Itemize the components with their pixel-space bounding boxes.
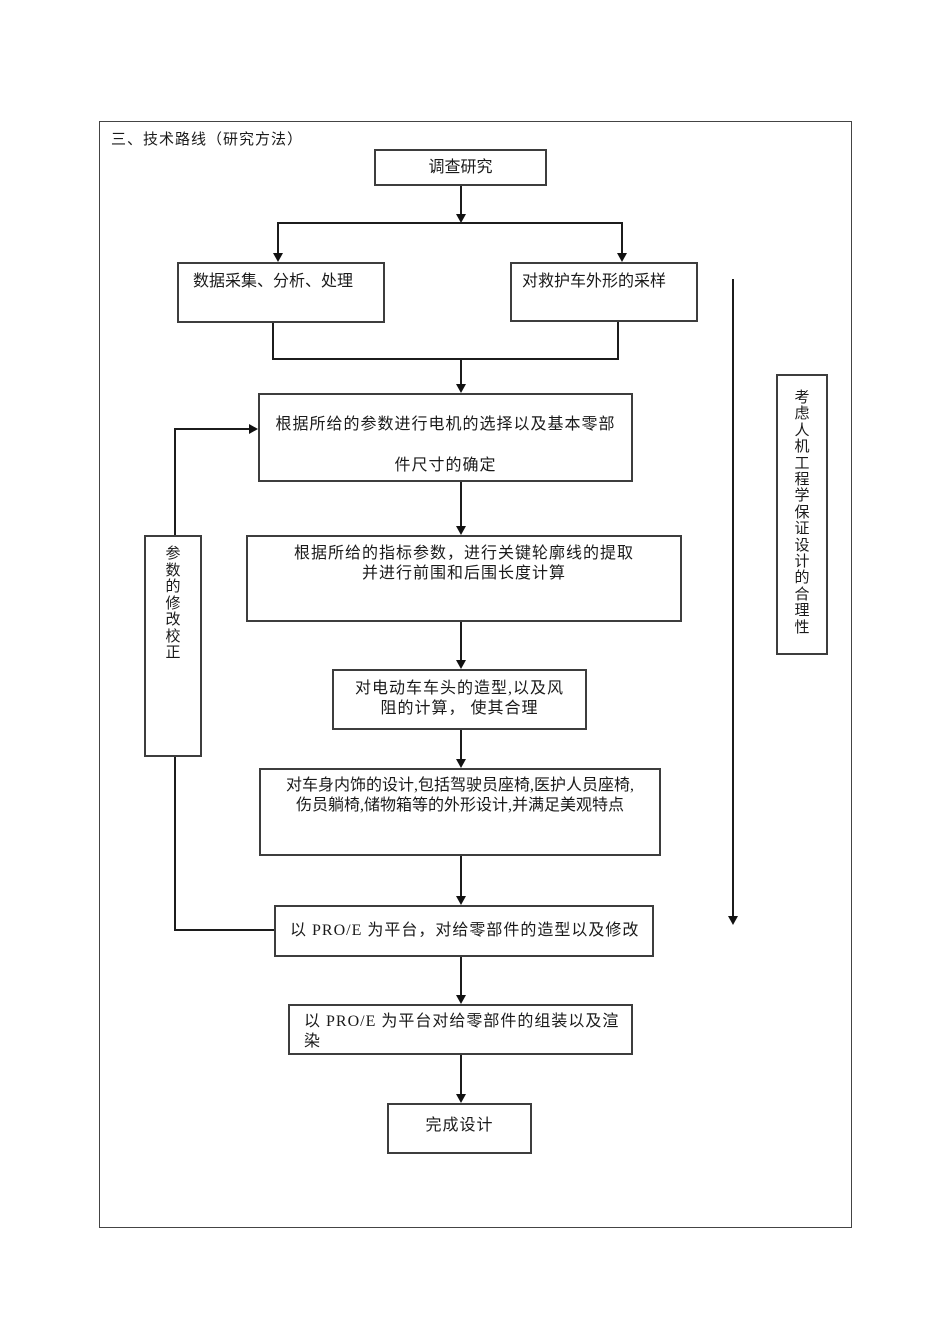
flow-node-interior: 对车身内饰的设计,包括驾驶员座椅,医护人员座椅, 伤员躺椅,储物箱等的外形设计,… xyxy=(259,768,661,856)
connector-contour-head xyxy=(460,622,462,661)
arrowhead-into-head xyxy=(456,660,466,669)
flow-node-survey-label: 调查研究 xyxy=(428,159,493,176)
arrowhead-into-contour xyxy=(456,526,466,535)
flow-node-data-collect: 数据采集、分析、处理 xyxy=(177,262,385,323)
arrowhead-survey-down xyxy=(456,214,466,223)
connector-split-horizontal xyxy=(278,222,623,224)
connector-survey-down xyxy=(460,186,462,215)
flow-node-interior-line2: 伤员躺椅,储物箱等的外形设计,并满足美观特点 xyxy=(295,797,624,814)
flow-node-finish: 完成设计 xyxy=(387,1103,532,1154)
flow-node-ambulance-sample-label: 对救护车外形的采样 xyxy=(522,273,667,290)
connector-feedback-top xyxy=(174,428,250,430)
arrowhead-into-motor xyxy=(456,384,466,393)
flow-node-head-line2: 阻的计算， 使其合理 xyxy=(380,700,539,717)
arrowhead-into-proe-assemble xyxy=(456,995,466,1004)
flow-node-proe-assemble-line1: 以 PRO/E 为平台对给零部件的组装以及渲 xyxy=(304,1013,620,1030)
flow-node-motor: 根据所给的参数进行电机的选择以及基本零部 件尺寸的确定 xyxy=(258,393,633,482)
connector-merge-right xyxy=(617,322,619,360)
flow-node-proe-modify-label: 以 PRO/E 为平台，对给零部件的造型以及修改 xyxy=(290,922,640,939)
connector-ergonomics-span xyxy=(732,279,734,917)
flow-node-proe-assemble: 以 PRO/E 为平台对给零部件的组装以及渲 染 xyxy=(288,1004,633,1055)
section-title: 三、技术路线（研究方法） xyxy=(111,132,304,148)
connector-merge-horizontal xyxy=(272,358,619,360)
flow-node-survey: 调查研究 xyxy=(374,149,547,186)
flow-node-contour-line2: 并进行前围和后围长度计算 xyxy=(361,565,566,582)
flow-node-param-correction: 参数的修改校正 xyxy=(144,535,202,757)
connector-interior-proe xyxy=(460,856,462,898)
arrowhead-into-proe-modify xyxy=(456,896,466,905)
flow-node-ambulance-sample: 对救护车外形的采样 xyxy=(510,262,698,322)
flow-node-head-line1: 对电动车车头的造型,以及风 xyxy=(354,680,564,697)
arrowhead-into-interior xyxy=(456,759,466,768)
connector-proe-assemble xyxy=(460,957,462,997)
flow-node-proe-assemble-line2: 染 xyxy=(304,1033,322,1050)
flow-node-proe-modify: 以 PRO/E 为平台，对给零部件的造型以及修改 xyxy=(274,905,654,957)
arrowhead-branch-right xyxy=(617,253,627,262)
arrowhead-feedback-into-motor xyxy=(249,424,258,434)
connector-head-interior xyxy=(460,730,462,761)
flow-node-head: 对电动车车头的造型,以及风 阻的计算， 使其合理 xyxy=(332,669,587,730)
flow-node-interior-line1: 对车身内饰的设计,包括驾驶员座椅,医护人员座椅, xyxy=(285,777,634,794)
connector-motor-contour xyxy=(460,482,462,527)
flow-node-ergonomics: 考虑人机工程学保证设计的合理性 xyxy=(776,374,828,655)
connector-feedback-bottom xyxy=(174,929,274,931)
arrowhead-branch-left xyxy=(273,253,283,262)
flow-node-finish-label: 完成设计 xyxy=(425,1117,494,1134)
connector-branch-right xyxy=(621,222,623,254)
flow-node-data-collect-label: 数据采集、分析、处理 xyxy=(193,273,354,290)
page-border xyxy=(99,121,852,1228)
flow-node-param-correction-label: 参数的修改校正 xyxy=(165,546,181,661)
connector-merge-down xyxy=(460,358,462,386)
connector-assemble-finish xyxy=(460,1055,462,1096)
arrowhead-ergonomics-span xyxy=(728,916,738,925)
flow-node-motor-line2: 件尺寸的确定 xyxy=(394,457,497,474)
flow-node-motor-line1: 根据所给的参数进行电机的选择以及基本零部 xyxy=(275,416,616,433)
connector-branch-left xyxy=(277,222,279,254)
flow-node-ergonomics-label: 考虑人机工程学保证设计的合理性 xyxy=(794,390,810,636)
flow-node-contour-line1: 根据所给的指标参数，进行关键轮廓线的提取 xyxy=(293,545,634,562)
arrowhead-into-finish xyxy=(456,1094,466,1103)
flow-node-contour: 根据所给的指标参数，进行关键轮廓线的提取 并进行前围和后围长度计算 xyxy=(246,535,682,622)
connector-merge-left xyxy=(272,323,274,360)
